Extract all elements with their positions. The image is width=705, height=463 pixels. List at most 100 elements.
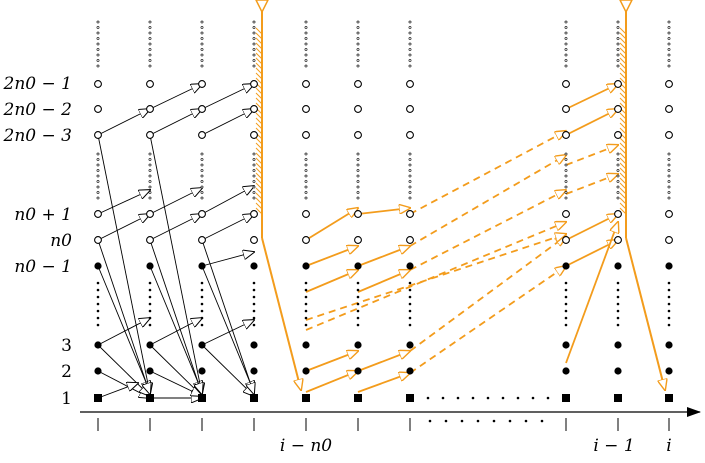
row-label-n0-plus-1: n0 + 1 bbox=[14, 205, 72, 225]
collector-hatch bbox=[255, 182, 263, 190]
open-ellipsis-dot bbox=[667, 48, 671, 51]
open-ellipsis-dot bbox=[408, 53, 412, 57]
filled-ellipsis-dot bbox=[148, 281, 152, 285]
open-ellipsis-dot bbox=[148, 59, 152, 62]
collector-hatch bbox=[255, 42, 263, 50]
row-label-2n0-minus-1: 2n0 − 1 bbox=[3, 74, 72, 94]
filled-ellipsis-dot bbox=[616, 288, 620, 292]
open-ellipsis-dot bbox=[148, 191, 152, 194]
open-node bbox=[302, 105, 310, 113]
dashed-orange-arrow bbox=[565, 174, 618, 195]
collector-hatch bbox=[619, 192, 627, 200]
transition-arrow bbox=[97, 318, 150, 346]
collector-hatch bbox=[619, 167, 627, 175]
filled-ellipsis-dot bbox=[96, 323, 100, 327]
filled-ellipsis-dot bbox=[148, 309, 152, 313]
collector-hatch bbox=[255, 152, 263, 160]
open-ellipsis-dot bbox=[564, 31, 568, 35]
row-label-n0: n0 bbox=[50, 231, 72, 251]
open-ellipsis-dot bbox=[148, 48, 152, 51]
open-node bbox=[354, 210, 362, 218]
open-ellipsis-dot bbox=[667, 158, 671, 161]
open-ellipsis-dot bbox=[96, 64, 100, 68]
open-ellipsis-dot bbox=[616, 152, 620, 156]
open-node bbox=[94, 236, 102, 244]
collector-hatch bbox=[255, 197, 263, 205]
transition-arrow bbox=[97, 265, 150, 392]
collector-arrowhead bbox=[255, 0, 269, 14]
open-ellipsis-dot bbox=[304, 37, 308, 40]
open-ellipsis-dot bbox=[252, 26, 256, 29]
open-ellipsis-dot bbox=[200, 196, 204, 200]
filled-ellipsis-dot bbox=[200, 323, 204, 327]
transition-arrow bbox=[201, 320, 254, 346]
open-ellipsis-dot bbox=[616, 64, 620, 68]
open-ellipsis-dot bbox=[148, 174, 152, 178]
filled-ellipsis-dot bbox=[148, 323, 152, 327]
filled-ellipsis-dot bbox=[200, 295, 204, 299]
open-ellipsis-dot bbox=[667, 31, 671, 35]
filled-node bbox=[146, 262, 154, 270]
collector-hatch bbox=[619, 87, 627, 95]
filled-ellipsis-dot bbox=[252, 295, 256, 299]
transition-arrow bbox=[201, 109, 254, 136]
filled-ellipsis-dot bbox=[408, 309, 412, 313]
collector-hatch bbox=[619, 127, 627, 135]
dashed-orange-arrow bbox=[409, 131, 566, 215]
filled-ellipsis-dot bbox=[667, 316, 671, 320]
filled-ellipsis-dot bbox=[96, 309, 100, 313]
collector-hatch bbox=[255, 72, 263, 80]
filled-ellipsis-dot bbox=[252, 316, 256, 320]
filled-ellipsis-dot bbox=[616, 281, 620, 285]
transition-arrow bbox=[149, 214, 202, 241]
axis-label-i-minus-n0: i − n0 bbox=[280, 436, 332, 456]
collector-hatch bbox=[255, 167, 263, 175]
open-ellipsis-dot bbox=[148, 185, 152, 189]
open-ellipsis-dot bbox=[304, 48, 308, 51]
filled-ellipsis-dot bbox=[667, 302, 671, 306]
open-ellipsis-dot bbox=[564, 20, 568, 24]
filled-ellipsis-dot bbox=[200, 302, 204, 306]
filled-ellipsis-dot bbox=[616, 323, 620, 327]
open-ellipsis-dot bbox=[148, 196, 152, 200]
filled-ellipsis-dot bbox=[96, 288, 100, 292]
open-ellipsis-dot bbox=[667, 26, 671, 29]
filled-node bbox=[614, 367, 622, 375]
open-ellipsis-dot bbox=[667, 163, 671, 167]
open-ellipsis-dot bbox=[356, 185, 360, 189]
row-gap-dot bbox=[516, 396, 520, 400]
open-ellipsis-dot bbox=[148, 64, 152, 68]
filled-ellipsis-dot bbox=[304, 316, 308, 320]
filled-node bbox=[354, 341, 362, 349]
axis-label-i: i bbox=[666, 436, 671, 456]
open-ellipsis-dot bbox=[564, 48, 568, 51]
filled-node bbox=[665, 262, 673, 270]
open-ellipsis-dot bbox=[200, 169, 204, 172]
open-node bbox=[354, 236, 362, 244]
open-ellipsis-dot bbox=[564, 42, 568, 46]
open-ellipsis-dot bbox=[200, 152, 204, 156]
collector-hatch bbox=[619, 187, 627, 195]
open-ellipsis-dot bbox=[148, 20, 152, 24]
filled-ellipsis-dot bbox=[200, 316, 204, 320]
open-ellipsis-dot bbox=[408, 42, 412, 46]
open-ellipsis-dot bbox=[408, 158, 412, 161]
open-ellipsis-dot bbox=[408, 169, 412, 172]
open-ellipsis-dot bbox=[616, 42, 620, 46]
filled-ellipsis-dot bbox=[304, 323, 308, 327]
orange-arrow bbox=[305, 351, 358, 372]
open-ellipsis-dot bbox=[356, 48, 360, 51]
filled-node bbox=[302, 262, 310, 270]
open-ellipsis-dot bbox=[616, 163, 620, 167]
open-ellipsis-dot bbox=[304, 20, 308, 24]
row-gap-dot bbox=[531, 396, 535, 400]
filled-ellipsis-dot bbox=[667, 288, 671, 292]
transition-arrow bbox=[201, 186, 254, 215]
collector-hatch bbox=[619, 77, 627, 85]
open-ellipsis-dot bbox=[252, 191, 256, 194]
filled-ellipsis-dot bbox=[564, 302, 568, 306]
open-ellipsis-dot bbox=[200, 185, 204, 189]
open-node bbox=[562, 105, 570, 113]
filled-node bbox=[94, 262, 102, 270]
transition-arrow bbox=[149, 188, 202, 215]
